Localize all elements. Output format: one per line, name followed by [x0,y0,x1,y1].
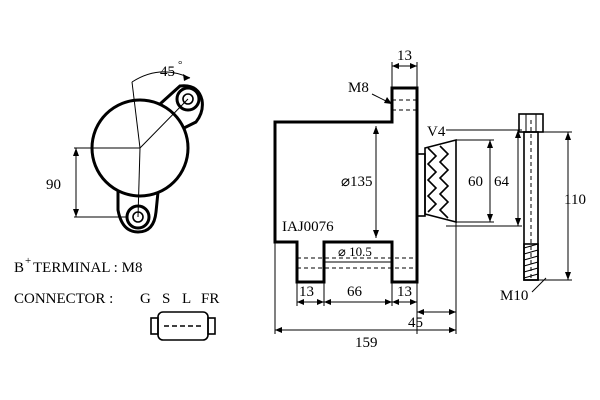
arrow-110-bottom [565,272,571,280]
arrow-f2 [317,299,324,305]
part-number: IAJ0076 [282,219,334,235]
m10-leader [531,277,547,293]
spec-block: B + TERMINAL : M8 CONNECTOR : G S L FR [14,255,219,341]
terminal-b: B [14,260,24,276]
dim-foot-right: 13 [397,284,412,300]
dim-135-label: ⌀135 [341,174,373,190]
dim-foot-gap: 66 [347,284,363,300]
arrow-f5 [392,299,399,305]
center-line-v [137,147,141,218]
hole-dia-label: ⌀ 10.5 [338,244,372,259]
dim-90-label: 90 [46,177,61,193]
terminal-rest: TERMINAL : M8 [33,260,142,276]
upper-lug-hole [182,93,194,105]
arrow-f4 [385,299,392,305]
connector-label: CONNECTOR : [14,291,113,307]
arrow-60-bottom [487,214,493,222]
m8-arrow [384,97,392,104]
dim-60-label: 60 [468,174,483,190]
arrow-f6 [410,299,417,305]
arrow-159-r [449,327,456,333]
connector-tab-left [150,317,159,335]
arrow-45-r [449,309,456,315]
arrow-64-top [515,130,521,138]
arrow-159-l [275,327,282,333]
arrow-135-bottom [373,230,379,238]
arrow-60-top [487,140,493,148]
thread-top-label: M8 [348,80,369,96]
dim-foot-left: 13 [299,284,314,300]
arrow-45-l [417,309,424,315]
lower-lug [116,190,160,234]
angle-arrow [183,74,190,81]
degree-mark: ° [178,59,182,71]
pin-l: L [182,291,191,307]
dim-top-13-label: 13 [397,48,412,64]
angle-leader [131,81,141,149]
dim-64-label: 64 [494,174,510,190]
upper-lug [158,84,204,130]
pin-g: G [140,291,151,307]
arrow-top13-r [410,63,417,69]
upper-lug-boss [175,86,201,112]
dim-110-label: 110 [564,192,586,208]
arrow-110-top [565,132,571,140]
connector-tab-right [207,317,216,335]
dim-159-label: 159 [355,335,378,351]
pulley-grooves-2 [438,145,450,219]
front-view: 45 ° 90 [46,59,204,234]
arrow-top13-l [392,63,399,69]
pulley-grooves-1 [426,147,438,213]
pin-fr: FR [201,291,219,307]
bolt-thread-label: M10 [500,288,528,304]
center-line-diag [139,98,189,149]
pulley-label: V4 [427,124,446,140]
dim-45-label: 45 [408,315,423,331]
angle-label: 45 [160,64,175,80]
arrow-f1 [297,299,304,305]
pin-s: S [162,291,170,307]
terminal-plus: + [25,255,31,267]
arrow-90-top [73,148,79,156]
side-view: V4 60 64 13 M8 ⌀135 IAJ0076 ⌀ 10.5 [273,48,522,351]
arrow-f3 [324,299,331,305]
arrow-90-bottom [73,209,79,217]
bolt-view: 110 M10 [500,113,586,304]
arrow-135-top [373,126,379,134]
arrow-64-bottom [515,218,521,226]
